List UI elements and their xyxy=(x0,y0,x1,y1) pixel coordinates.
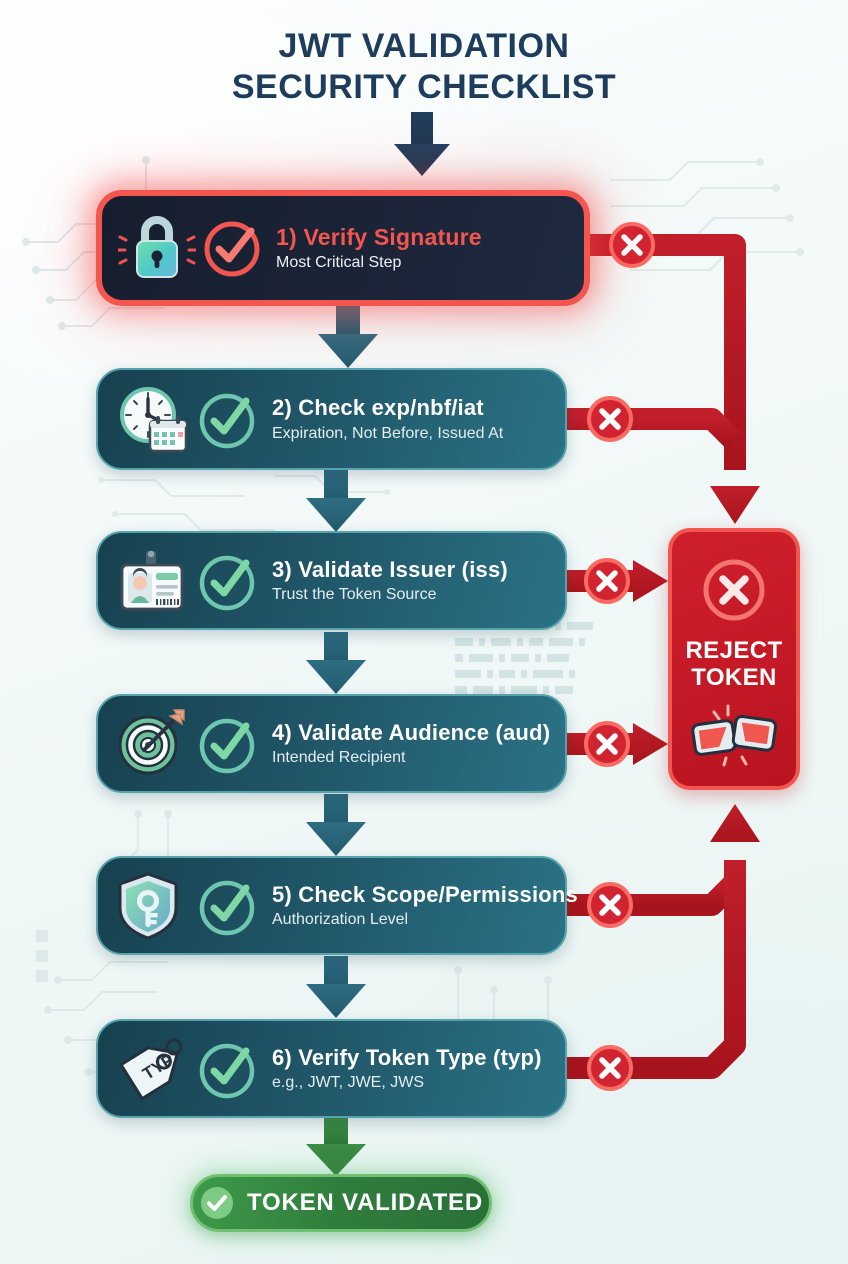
reject-token-label: REJECT TOKEN xyxy=(685,637,783,692)
step-3-title: 3) Validate Issuer (iss) xyxy=(272,556,508,582)
check-circle-icon xyxy=(200,216,264,280)
padlock-icon xyxy=(116,212,198,284)
step-2-subtitle: Expiration, Not Before, Issued At xyxy=(272,424,504,442)
reject-marker-step6 xyxy=(586,1044,634,1092)
token-validated-label: TOKEN VALIDATED xyxy=(246,1189,483,1216)
page-title: JWT VALIDATION SECURITY CHECKLIST xyxy=(0,26,848,109)
step-6-verify-token-type[interactable]: TYP 6) Verify Token Type (typ) e.g., JWT… xyxy=(96,1019,567,1118)
step-5-check-scope-permissions[interactable]: 5) Check Scope/Permissions Authorization… xyxy=(96,856,578,955)
x-circle-icon xyxy=(700,556,768,624)
reject-label-line-1: REJECT xyxy=(685,637,783,664)
check-circle-icon xyxy=(196,549,260,613)
arrow-step1-to-step2 xyxy=(318,306,378,368)
check-circle-icon xyxy=(196,712,260,776)
check-circle-icon xyxy=(196,874,260,938)
step-5-title: 5) Check Scope/Permissions xyxy=(272,881,578,907)
step-5-text: 5) Check Scope/Permissions Authorization… xyxy=(272,881,578,929)
arrow-step6-to-validated xyxy=(306,1118,366,1176)
target-arrow-icon xyxy=(114,708,192,780)
reject-label-line-2: TOKEN xyxy=(691,663,777,691)
step-6-subtitle: e.g., JWT, JWE, JWS xyxy=(272,1074,425,1092)
step-1-verify-signature[interactable]: 1) Verify Signature Most Critical Step xyxy=(96,190,590,306)
step-3-text: 3) Validate Issuer (iss) Trust the Token… xyxy=(272,557,549,604)
reject-token-panel[interactable]: REJECT TOKEN xyxy=(668,528,800,790)
reject-marker-step1 xyxy=(608,221,656,269)
reject-marker-step2 xyxy=(586,395,634,443)
step-2-title: 2) Check exp/nbf/iat xyxy=(272,395,484,421)
id-badge-icon xyxy=(114,545,192,617)
reject-marker-step4 xyxy=(583,720,631,768)
step-4-text: 4) Validate Audience (aud) Intended Reci… xyxy=(272,719,551,767)
step-3-subtitle: Trust the Token Source xyxy=(272,586,437,604)
arrow-step5-to-step6 xyxy=(306,956,366,1018)
page-title-line-2: SECURITY CHECKLIST xyxy=(231,68,617,107)
step-6-title: 6) Verify Token Type (typ) xyxy=(272,1044,542,1070)
token-validated-pill[interactable]: TOKEN VALIDATED xyxy=(190,1174,492,1232)
check-circle-icon xyxy=(196,1037,260,1101)
clock-calendar-icon xyxy=(114,383,192,455)
step-5-subtitle: Authorization Level xyxy=(272,911,409,929)
step-2-check-exp-nbf-iat[interactable]: 2) Check exp/nbf/iat Expiration, Not Bef… xyxy=(96,368,567,470)
step-1-text: 1) Verify Signature Most Critical Step xyxy=(276,224,568,273)
step-1-title: 1) Verify Signature xyxy=(276,223,482,250)
arrow-step3-to-step4 xyxy=(306,632,366,694)
broken-token-icon xyxy=(688,702,780,768)
step-2-text: 2) Check exp/nbf/iat Expiration, Not Bef… xyxy=(272,395,549,442)
arrow-step4-to-step5 xyxy=(306,794,366,856)
reject-wire-step6 xyxy=(567,804,760,1079)
step-3-validate-issuer[interactable]: 3) Validate Issuer (iss) Trust the Token… xyxy=(96,531,567,630)
shield-key-icon xyxy=(114,870,192,942)
arrow-title-to-step1 xyxy=(394,112,450,176)
arrow-step2-to-step3 xyxy=(306,470,366,532)
step-1-subtitle: Most Critical Step xyxy=(276,254,402,272)
check-circle-filled-icon xyxy=(199,1185,235,1221)
step-4-title: 4) Validate Audience (aud) xyxy=(272,719,551,745)
tag-typ-icon: TYP xyxy=(114,1033,192,1105)
check-circle-icon xyxy=(196,387,260,451)
step-6-text: 6) Verify Token Type (typ) e.g., JWT, JW… xyxy=(272,1045,549,1092)
page-title-line-1: JWT VALIDATION xyxy=(278,27,570,65)
reject-marker-step5 xyxy=(586,881,634,929)
step-4-validate-audience[interactable]: 4) Validate Audience (aud) Intended Reci… xyxy=(96,694,567,793)
step-4-subtitle: Intended Recipient xyxy=(272,749,406,767)
reject-marker-step3 xyxy=(583,557,631,605)
